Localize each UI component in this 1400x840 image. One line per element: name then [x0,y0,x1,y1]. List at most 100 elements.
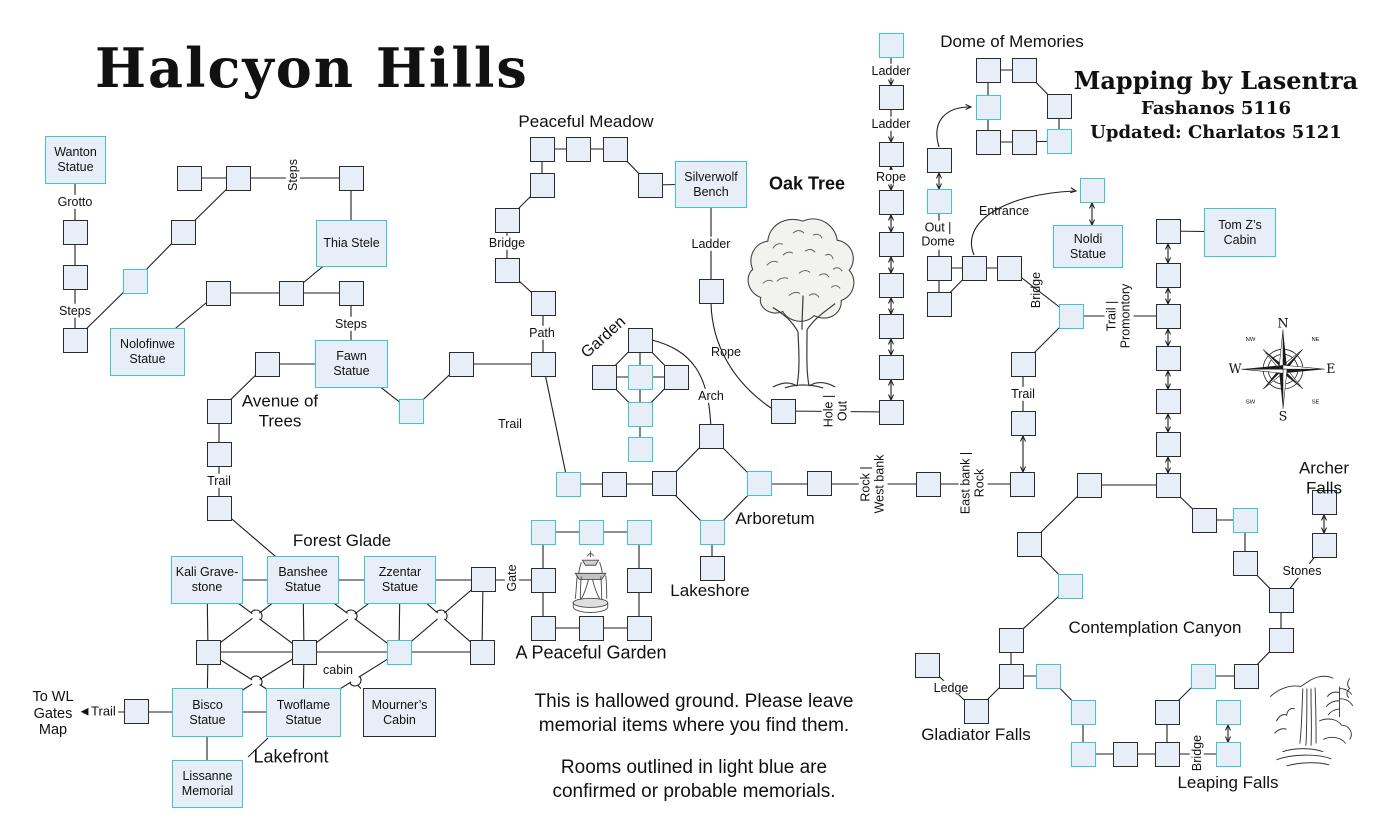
room [531,291,556,316]
map-label: Ladder [869,116,913,132]
hallowed-ground-note: This is hallowed ground. Please leave me… [534,691,854,737]
map-label: Rope [711,344,741,359]
map-label: A Peaceful Garden [515,642,667,663]
map-label: Ladder [869,63,913,79]
room [879,400,904,425]
room [976,130,1001,155]
room [976,58,1001,83]
room [207,496,232,521]
landmark-box: Fawn Statue [315,340,388,388]
memorial-room [976,95,1001,120]
room [999,664,1024,689]
landmark-box: Twoflame Statue [266,688,341,737]
room [628,328,653,353]
room [879,355,904,380]
memorial-room [1059,304,1084,329]
map-label: Archer Falls [1298,458,1350,497]
memorial-room [1216,700,1241,725]
room [1155,700,1180,725]
landmark-box: Tom Z’s Cabin [1204,208,1276,257]
map-label: Lakefront [253,746,329,767]
map-label: Contemplation Canyon [1068,618,1242,638]
room [699,279,724,304]
room [124,699,149,724]
map-title: Halcyon Hills [95,36,529,100]
room [1156,304,1181,329]
landmark-box: Nolofinwe Statue [110,328,185,376]
room [1011,352,1036,377]
room [1012,58,1037,83]
memorial-room [700,520,725,545]
room [207,442,232,467]
map-label: Ladder [689,236,733,252]
map-label: Forest Glade [292,531,392,551]
room [1010,472,1035,497]
room [603,137,628,162]
room [495,258,520,283]
room [1156,219,1181,244]
memorial-room [747,471,772,496]
room [1113,742,1138,767]
map-label: ◄Trail [76,703,118,720]
map-label: Trail [1009,386,1037,402]
memorial-room [1058,574,1083,599]
memorial-room [628,402,653,427]
room [1156,263,1181,288]
room [531,616,556,641]
map-label: Oak Tree [768,173,846,194]
room [531,352,556,377]
room [177,166,202,191]
map-label: Avenue of Trees [241,391,319,430]
room [1192,508,1217,533]
room [471,567,496,592]
room [1156,473,1181,498]
map-label: Ledge [931,680,971,696]
room [339,281,364,306]
room [807,471,832,496]
memorial-room [1071,700,1096,725]
room [664,365,689,390]
room [879,273,904,298]
oak-tree-image [747,218,855,389]
map-label: Stones [1280,563,1324,579]
credit-updated: Updated: Charlatos 5121 [1090,122,1342,143]
room [962,256,987,281]
memorial-room [1071,742,1096,767]
memorial-room [1036,664,1061,689]
landmark-box: Lissanne Memorial [172,760,243,808]
room [1312,490,1337,515]
room [1011,411,1036,436]
map-label: Rope [874,169,908,185]
map-label: Bridge [486,235,528,251]
memorial-room [531,520,556,545]
svg-text:SW: SW [1246,400,1256,406]
memorial-legend-note: Rooms outlined in light blue are confirm… [552,757,836,803]
memorial-room [627,520,652,545]
memorial-room [556,472,581,497]
map-label: Arboretum [735,509,815,529]
map-label: Leaping Falls [1177,773,1279,793]
landmark-box: Wanton Statue [45,136,106,184]
map-label: To WL Gates Map [32,688,74,739]
room [1156,346,1181,371]
map-label: Grotto [55,194,95,210]
map-label: Rock | West bank [858,452,888,516]
room [279,281,304,306]
room [592,365,617,390]
memorial-room [387,640,412,665]
room [927,292,952,317]
room [627,568,652,593]
map-label: Dome of Memories [940,32,1084,52]
room [449,352,474,377]
map-label: East bank | Rock [958,449,988,517]
room [652,471,677,496]
room [879,85,904,110]
room [470,640,495,665]
memorial-room [628,437,653,462]
memorial-room [579,520,604,545]
map-label: Trail [205,473,233,489]
memorial-room [1216,742,1241,767]
landmark-box: Bisco Statue [172,688,243,737]
room [1155,742,1180,767]
room [1012,130,1037,155]
